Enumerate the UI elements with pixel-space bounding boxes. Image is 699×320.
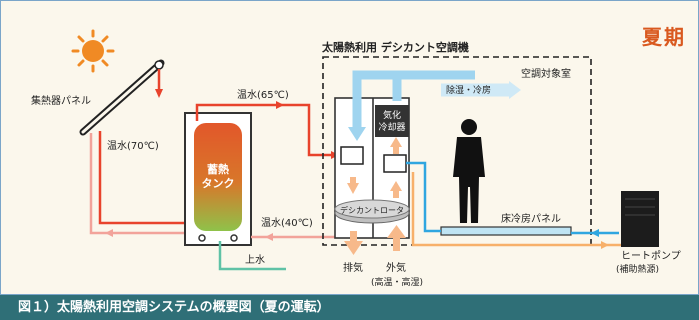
diagram-panel: 夏期 <box>0 0 699 295</box>
solar-collector-panel <box>79 59 165 136</box>
make-up-water-pipe <box>218 241 286 271</box>
floor-cooling-panel <box>440 226 572 236</box>
arrow-up-icon <box>387 225 406 238</box>
arrow-left-icon <box>265 233 273 241</box>
sun-icon <box>71 29 115 73</box>
hot-water-40-label: 温水(40℃) <box>261 217 313 229</box>
arrow-down-icon <box>344 241 363 255</box>
tank-valve-right <box>230 234 238 242</box>
hot-water-70-label: 温水(70℃) <box>107 140 159 152</box>
hot-pipe-65 <box>195 103 341 157</box>
heat-pump-unit <box>621 191 659 247</box>
tank-label-line2: タンク <box>202 177 235 190</box>
heat-pump-label: ヒートポンプ <box>621 250 681 262</box>
exhaust-label: 排気 <box>343 261 363 274</box>
supply-air-duct <box>352 70 475 134</box>
arrow-right-icon <box>509 81 521 99</box>
orange-air-stem <box>350 177 356 185</box>
system-title: 太陽熱利用 デシカント空調機 <box>321 40 469 54</box>
figure-caption: 図１）太陽熱利用空調システムの概要図（夏の運転） <box>0 295 699 320</box>
hot-water-65-label: 温水(65℃) <box>237 89 289 101</box>
outside-air-label: 外気 <box>386 261 406 274</box>
heater-coil <box>340 146 364 165</box>
heat-pump-note: (補助熱源) <box>616 263 659 275</box>
arrow-right-icon <box>601 241 609 249</box>
return-pipe-to-collector <box>89 133 186 235</box>
tank-valve-left <box>198 234 206 242</box>
arrow-up-icon <box>390 137 402 147</box>
conditioned-room-label: 空調対象室 <box>521 67 571 80</box>
storage-tank <box>194 123 242 231</box>
arrow-right-icon <box>276 101 284 109</box>
arrow-down-icon <box>348 127 366 141</box>
evaporative-cooler <box>375 105 409 137</box>
person-icon <box>453 119 485 223</box>
outside-air-stem <box>393 237 400 251</box>
evap-cooler-label-1: 気化 <box>383 109 401 121</box>
arrow-left-icon <box>591 229 599 237</box>
arrow-left <box>105 229 113 237</box>
evap-cooler-label-2: 冷却器 <box>378 121 405 133</box>
orange-air-stem <box>393 190 399 198</box>
collector-panel-label: 集熱器パネル <box>31 94 91 107</box>
arrow-up-icon <box>390 181 402 191</box>
season-label: 夏期 <box>642 25 686 49</box>
desiccant-rotor-label: デシカントロータ <box>340 205 404 215</box>
outside-air-note: (高温・高湿) <box>371 276 423 288</box>
arrow-down-icon <box>347 183 359 194</box>
tank-label-line1: 蓄熱 <box>207 162 229 176</box>
arrow-down-icon <box>155 89 163 98</box>
cooling-coil <box>383 154 407 173</box>
floor-cooling-label: 床冷房パネル <box>501 212 561 225</box>
dehumidify-cool-label: 除湿・冷房 <box>446 84 491 96</box>
system-diagram: 集熱器パネル 温水(70℃) 温水(65℃) 温水(40℃) 蓄熱 タンク 上水… <box>31 29 681 288</box>
make-up-water-label: 上水 <box>245 254 265 266</box>
exhaust-stem <box>350 231 357 243</box>
warm-water-return <box>411 172 621 247</box>
cold-water-to-coil <box>406 161 441 233</box>
orange-air-stem <box>393 146 399 154</box>
desiccant-rotor-top <box>334 199 410 219</box>
collector-to-tank-line <box>98 131 201 225</box>
